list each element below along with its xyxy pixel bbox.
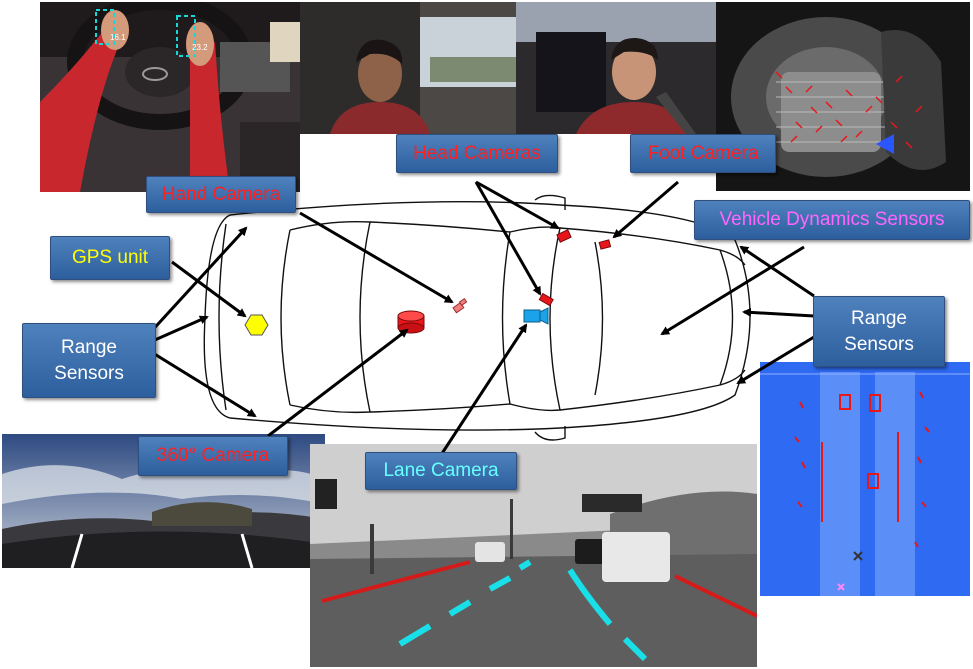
hand-camera-photo: 16.1 23.2 (40, 2, 300, 192)
hand-box-left (95, 9, 115, 45)
camera-360-label-text: 360° Camera (156, 445, 270, 467)
lane-camera-label-text: Lane Camera (383, 460, 499, 482)
range-sensors-right-label-text: Range Sensors (844, 307, 914, 355)
head-camera-photo-1 (300, 2, 516, 134)
foot-camera-icon (598, 239, 612, 250)
head-camera-photo-1-art (300, 2, 516, 134)
gps-unit-label: GPS unit (50, 236, 170, 280)
hand-box-right (176, 15, 196, 57)
range-sensors-left-label-text: Range Sensors (54, 336, 124, 384)
gps-unit-label-text: GPS unit (71, 247, 149, 269)
head-cameras-label-text: Head Cameras (413, 142, 541, 164)
pointer-arrows (146, 180, 815, 456)
hand-camera-photo-art: 16.1 23.2 (40, 2, 300, 192)
foot-camera-photo-art (716, 2, 970, 191)
foot-camera-label-text: Foot Camera (647, 142, 759, 164)
foot-camera-label: Foot Camera (630, 134, 776, 173)
head-camera-photo-2-art (516, 2, 716, 134)
range-sensors-right-label: Range Sensors (813, 296, 945, 367)
head-cameras-label: Head Cameras (396, 134, 558, 173)
head-camera-icon (538, 229, 572, 307)
hand-box-left-value: 16.1 (110, 33, 126, 42)
lane-camera-label: Lane Camera (365, 452, 517, 490)
vehicle-dynamics-sensors-label-text: Vehicle Dynamics Sensors (719, 209, 945, 231)
hand-camera-label-text: Hand Camera (161, 183, 281, 205)
camera-360-label: 360° Camera (138, 436, 288, 476)
hand-camera-label: Hand Camera (146, 176, 296, 213)
range-sensors-left-label: Range Sensors (22, 323, 156, 398)
foot-camera-photo (716, 2, 970, 191)
head-camera-photo-2 (516, 2, 716, 134)
gps-icon (244, 314, 269, 336)
hand-box-right-value: 23.2 (192, 43, 208, 52)
camera-360-icon (397, 310, 425, 334)
car-outline (203, 194, 751, 441)
vehicle-dynamics-sensors-label: Vehicle Dynamics Sensors (694, 200, 970, 240)
hand-camera-icon (452, 297, 468, 314)
range-sensor-photo-art (760, 362, 970, 596)
range-sensor-photo (760, 362, 970, 596)
lane-camera-icon (523, 307, 549, 325)
